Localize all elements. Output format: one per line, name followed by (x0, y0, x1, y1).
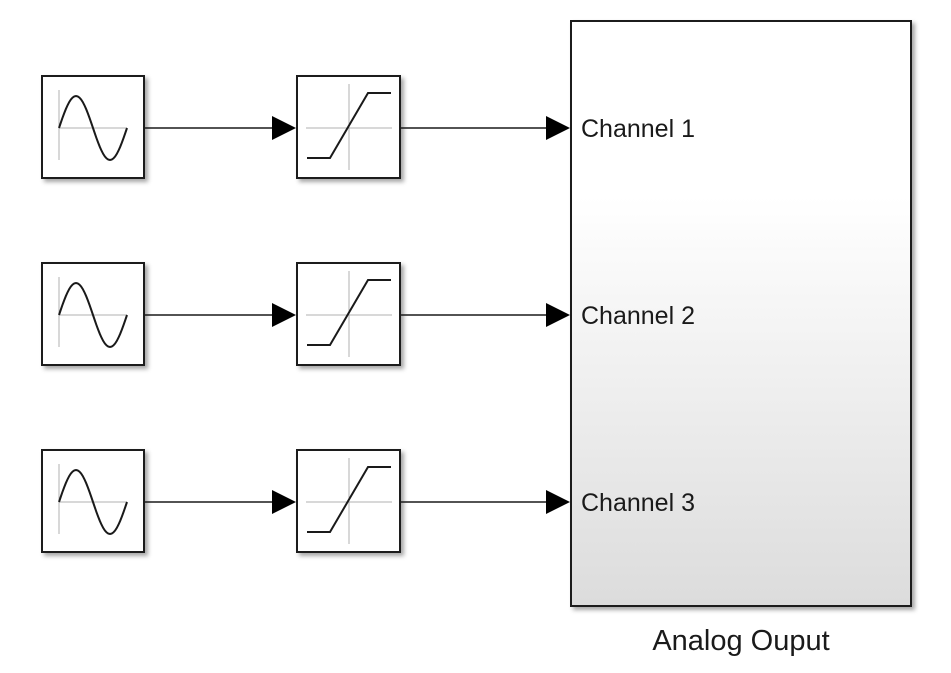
sine-wave-block[interactable] (41, 262, 145, 366)
input-port-label: Channel 3 (581, 489, 695, 517)
sine-wave-icon (58, 90, 128, 162)
arrow-head-icon (272, 303, 296, 327)
saturation-block[interactable] (296, 75, 401, 179)
signal-row: Channel 3 (41, 449, 695, 553)
sine-wave-icon (58, 277, 128, 349)
sine-wave-block[interactable] (41, 449, 145, 553)
saturation-block[interactable] (296, 449, 401, 553)
saturation-block[interactable] (296, 262, 401, 366)
signal-row: Channel 1 (41, 75, 695, 179)
input-port-label: Channel 1 (581, 115, 695, 143)
arrow-head-icon (272, 490, 296, 514)
arrow-head-icon (272, 116, 296, 140)
sine-wave-block[interactable] (41, 75, 145, 179)
signal-row: Channel 2 (41, 262, 695, 366)
arrow-head-icon (546, 116, 570, 140)
output-block-name: Analog Ouput (652, 625, 829, 657)
saturation-icon (306, 458, 392, 544)
input-port-label: Channel 2 (581, 302, 695, 330)
arrow-head-icon (546, 490, 570, 514)
sine-wave-icon (58, 464, 128, 536)
saturation-icon (306, 84, 392, 170)
saturation-icon (306, 271, 392, 357)
analog-output-block[interactable] (570, 20, 912, 607)
arrow-head-icon (546, 303, 570, 327)
